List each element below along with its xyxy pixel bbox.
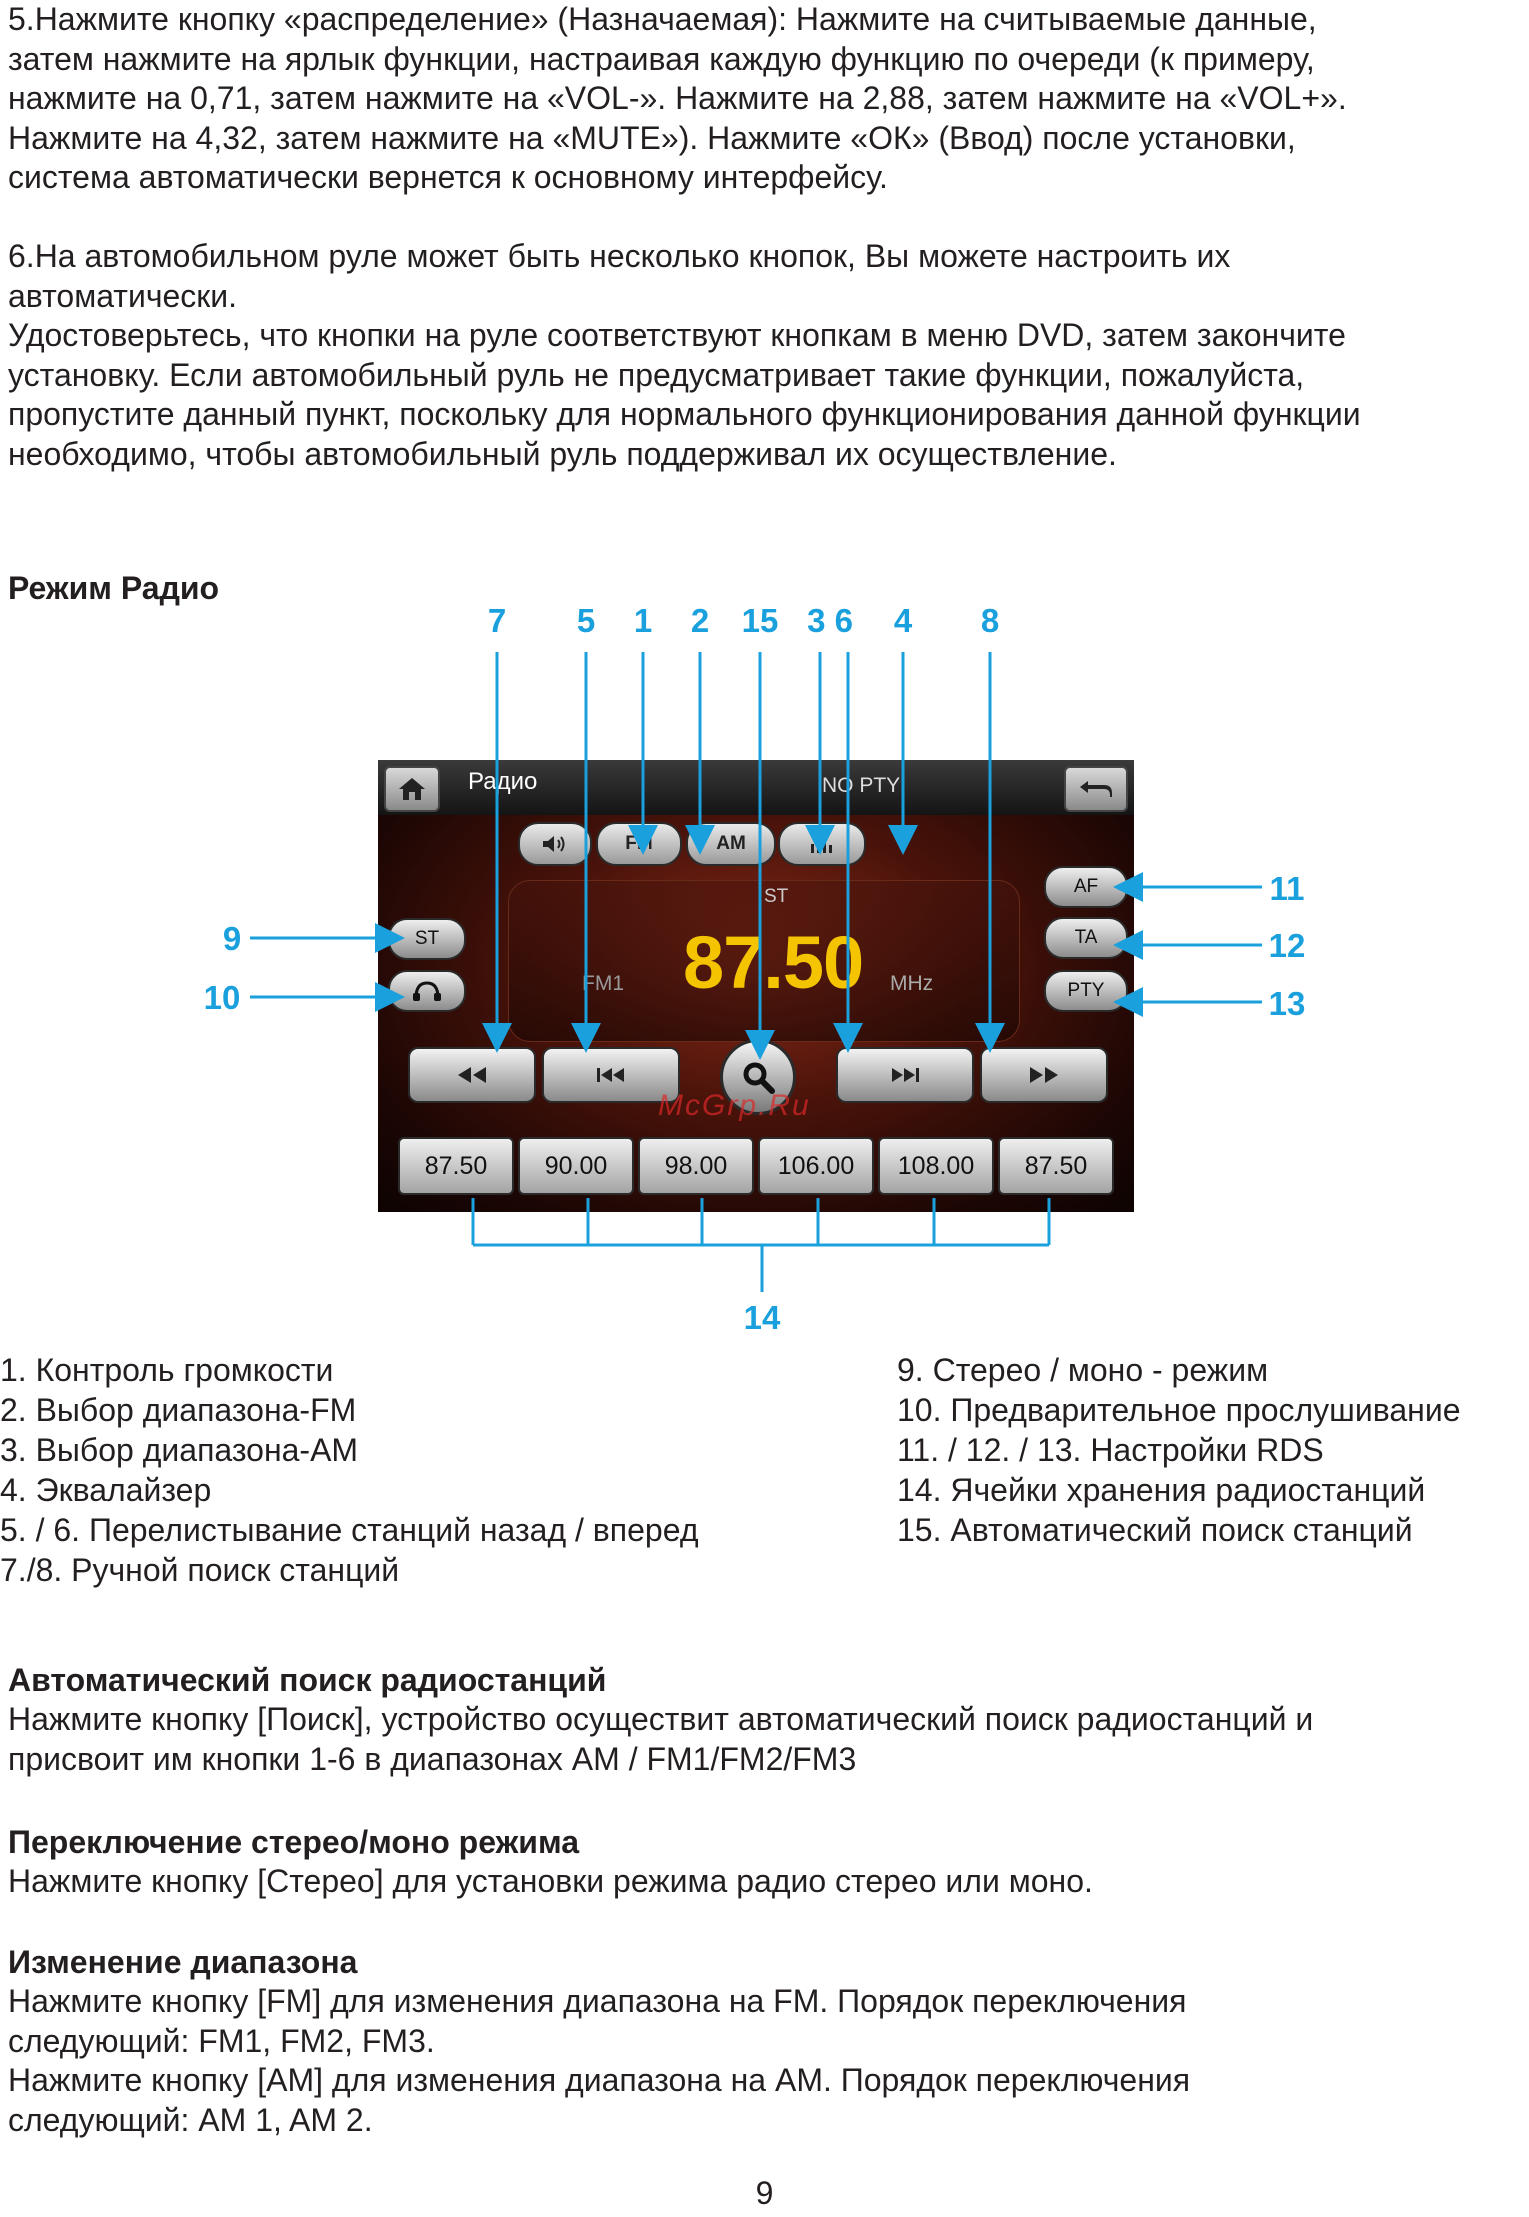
back-button[interactable] bbox=[1064, 766, 1128, 812]
callout-2: 2 bbox=[690, 602, 710, 639]
headphones-icon bbox=[413, 981, 441, 1001]
callout-9: 9 bbox=[222, 920, 242, 957]
callout-15: 15 bbox=[741, 602, 779, 639]
pty-status: NO PTY bbox=[822, 774, 901, 797]
speaker-icon bbox=[543, 836, 565, 852]
callout-14: 14 bbox=[743, 1299, 781, 1336]
frequency-unit: MHz bbox=[890, 972, 934, 995]
fast-forward-button[interactable] bbox=[980, 1047, 1108, 1103]
legend-item: 15. Автоматический поиск станций bbox=[897, 1512, 1413, 1548]
legend-item: 1. Контроль громкости bbox=[0, 1352, 334, 1388]
back-arrow-icon bbox=[1080, 781, 1112, 797]
preset-button-6[interactable]: 87.50 bbox=[998, 1137, 1114, 1195]
equalizer-button[interactable] bbox=[778, 822, 866, 866]
legend-item: 11. / 12. / 13. Настройки RDS bbox=[897, 1432, 1324, 1468]
navigation-bar bbox=[408, 1037, 1108, 1115]
legend-item: 9. Стерео / моно - режим bbox=[897, 1352, 1269, 1388]
legend-item: 14. Ячейки хранения радиостанций bbox=[897, 1472, 1426, 1508]
next-station-button[interactable] bbox=[836, 1047, 974, 1103]
stereo-button[interactable]: ST bbox=[388, 918, 466, 960]
intro-paragraph-6: 6.На автомобильном руле может быть неско… bbox=[8, 238, 1361, 472]
skip-back-icon bbox=[597, 1068, 624, 1082]
fast-forward-icon bbox=[1030, 1067, 1058, 1083]
legend-item: 3. Выбор диапазона-АМ bbox=[0, 1432, 359, 1468]
callout-12: 12 bbox=[1268, 927, 1306, 964]
watermark: McGrp.Ru bbox=[658, 1089, 811, 1122]
stereo-indicator: ST bbox=[764, 886, 789, 907]
section-text-stereo-mono: Нажмите кнопку [Стерео] для установки ре… bbox=[8, 1863, 1093, 1899]
screen-title: Радио bbox=[468, 768, 538, 795]
current-frequency: 87.50 bbox=[683, 921, 864, 1004]
section-text-band-change: Нажмите кнопку [FM] для изменения диапаз… bbox=[8, 1983, 1191, 2138]
legend-item: 4. Эквалайзер bbox=[0, 1472, 212, 1508]
legend-left: 1. Контроль громкости 2. Выбор диапазона… bbox=[0, 1350, 698, 1590]
legend-item: 2. Выбор диапазона-FM bbox=[0, 1392, 357, 1428]
intro-paragraph-5: 5.Нажмите кнопку «распределение» (Назнач… bbox=[8, 1, 1347, 195]
section-text-auto-search: Нажмите кнопку [Поиск], устройство осуще… bbox=[8, 1701, 1314, 1777]
callout-10: 10 bbox=[203, 979, 241, 1016]
ta-button[interactable]: TA bbox=[1044, 917, 1128, 959]
preset-button-1[interactable]: 87.50 bbox=[398, 1137, 514, 1195]
legend-item: 7./8. Ручной поиск станций bbox=[0, 1552, 400, 1588]
skip-forward-icon bbox=[892, 1068, 919, 1082]
search-icon bbox=[743, 1062, 775, 1094]
callout-3-6: 3 6 bbox=[807, 602, 853, 639]
legend-item: 10. Предварительное прослушивание bbox=[897, 1392, 1461, 1428]
band-indicator: FM1 bbox=[582, 972, 624, 995]
callout-5: 5 bbox=[576, 602, 596, 639]
top-bar: Радио NO PTY bbox=[378, 760, 1134, 815]
section-heading-band-change: Изменение диапазона bbox=[8, 1944, 358, 1980]
fm-band-button[interactable]: FM bbox=[596, 822, 682, 866]
prev-station-button[interactable] bbox=[542, 1047, 680, 1103]
home-button[interactable] bbox=[384, 766, 440, 812]
legend-item: 5. / 6. Перелистывание станций назад / в… bbox=[0, 1512, 699, 1548]
preview-button[interactable] bbox=[388, 970, 466, 1012]
pty-button[interactable]: PTY bbox=[1044, 970, 1128, 1012]
radio-screen: Радио NO PTY FM AM AF TA PTY ST ST FM1 8… bbox=[378, 760, 1134, 1212]
fast-rewind-button[interactable] bbox=[408, 1047, 536, 1103]
home-icon bbox=[399, 778, 425, 800]
section-title-radio-mode: Режим Радио bbox=[8, 570, 220, 606]
callout-13: 13 bbox=[1268, 985, 1306, 1022]
callout-11: 11 bbox=[1269, 870, 1305, 907]
af-button[interactable]: AF bbox=[1044, 866, 1128, 908]
preset-button-5[interactable]: 108.00 bbox=[878, 1137, 994, 1195]
callout-8: 8 bbox=[980, 602, 1000, 639]
preset-button-3[interactable]: 98.00 bbox=[638, 1137, 754, 1195]
section-heading-stereo-mono: Переключение стерео/моно режима bbox=[8, 1824, 579, 1860]
rewind-icon bbox=[458, 1067, 486, 1083]
preset-button-4[interactable]: 106.00 bbox=[758, 1137, 874, 1195]
callout-1: 1 bbox=[633, 602, 653, 639]
preset-button-2[interactable]: 90.00 bbox=[518, 1137, 634, 1195]
volume-button[interactable] bbox=[518, 822, 592, 866]
legend-right: 9. Стерео / моно - режим 10. Предварител… bbox=[897, 1350, 1461, 1550]
callout-7: 7 bbox=[487, 602, 507, 639]
callout-4: 4 bbox=[893, 602, 913, 639]
page-number: 9 bbox=[755, 2175, 774, 2211]
frequency-display bbox=[508, 880, 1020, 1042]
section-heading-auto-search: Автоматический поиск радиостанций bbox=[8, 1662, 607, 1698]
am-band-button[interactable]: AM bbox=[686, 822, 776, 866]
equalizer-icon bbox=[811, 838, 832, 853]
